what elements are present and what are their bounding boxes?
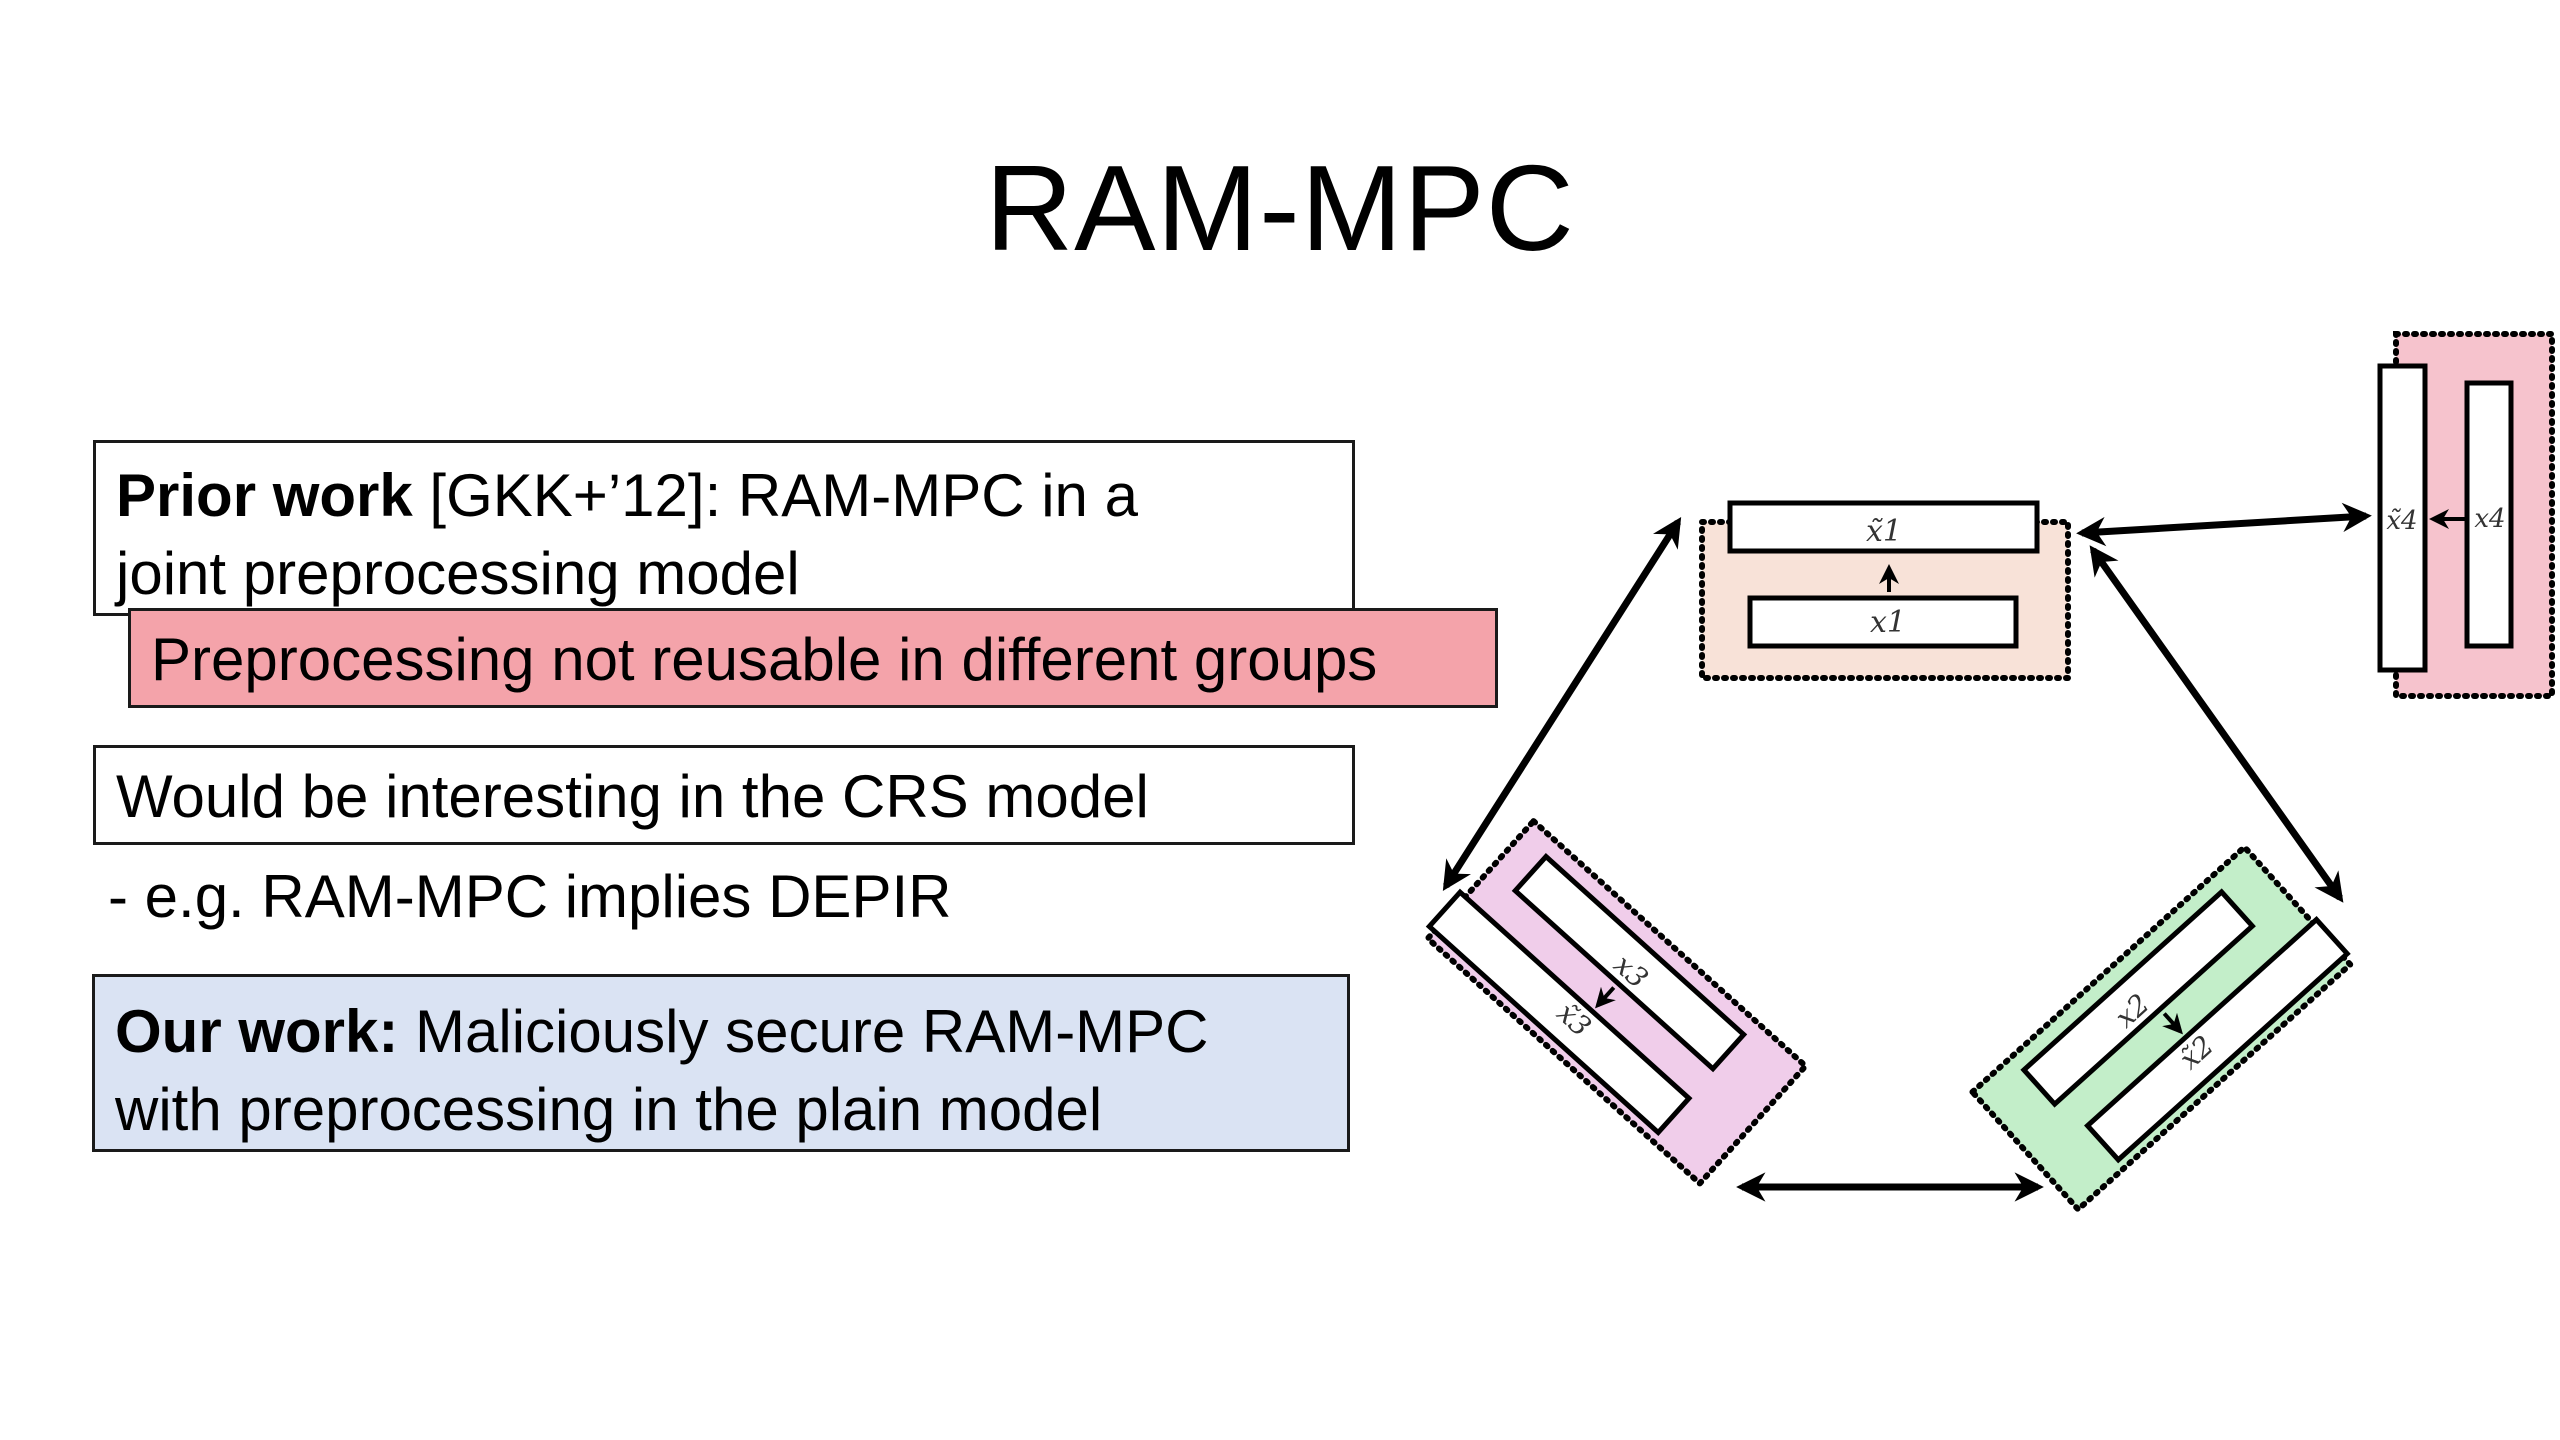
party-2-container bbox=[1968, 842, 2355, 1214]
prior-work-text-line1: [GKK+’12]: RAM-MPC in a bbox=[412, 462, 1138, 529]
edge-party1-party3 bbox=[1442, 517, 1682, 891]
party-2-node: x2 x̃2 bbox=[1968, 842, 2355, 1214]
party-3-container bbox=[1423, 816, 1810, 1188]
limitation-text: Preprocessing not reusable in different … bbox=[151, 626, 1378, 693]
crs-note-text: Would be interesting in the CRS model bbox=[116, 763, 1149, 830]
crs-note-box: Would be interesting in the CRS model bbox=[93, 745, 1355, 845]
slide-title: RAM-MPC bbox=[985, 140, 1575, 276]
party-2-arrow bbox=[2162, 1012, 2183, 1035]
our-work-text-line2: with preprocessing in the plain model bbox=[115, 1076, 1103, 1143]
party-3-input-box bbox=[1511, 853, 1748, 1073]
our-work-text-line1: Maliciously secure RAM-MPC bbox=[398, 998, 1209, 1065]
party-2-preprocessed-box bbox=[2084, 916, 2351, 1164]
our-work-box: Our work: Maliciously secure RAM-MPC wit… bbox=[92, 974, 1350, 1152]
example-bullet: - e.g. RAM-MPC implies DEPIR bbox=[108, 863, 952, 930]
party-1-preprocessed-box bbox=[1727, 500, 2040, 554]
prior-work-text-line2: joint preprocessing model bbox=[116, 540, 800, 607]
party-3-node: x3 x̃3 bbox=[1423, 816, 1810, 1188]
party-1-node: x̃1 x1 bbox=[1699, 500, 2071, 681]
party-4-input-box bbox=[2464, 380, 2514, 649]
party-3-arrow bbox=[1595, 986, 1616, 1009]
edge-party1-party2 bbox=[2089, 545, 2344, 903]
edge-party1-party4 bbox=[2076, 502, 2372, 547]
party-3-preprocessed-box bbox=[1425, 888, 1693, 1137]
prior-work-box: Prior work [GKK+’12]: RAM-MPC in a joint… bbox=[93, 440, 1355, 616]
party-1-preprocessed-label: x̃1 bbox=[1866, 514, 1902, 549]
party-4-input-label: x4 bbox=[2474, 504, 2505, 534]
party-4-node: x̃4 x4 bbox=[2377, 331, 2555, 699]
party-2-input-box bbox=[2020, 888, 2256, 1108]
our-work-heading: Our work: bbox=[115, 998, 399, 1065]
party-1-input-label: x1 bbox=[1870, 605, 1906, 640]
party-4-preprocessed-label: x̃4 bbox=[2386, 506, 2417, 536]
party-1-input-box bbox=[1747, 595, 2019, 649]
limitation-callout: Preprocessing not reusable in different … bbox=[128, 608, 1498, 708]
prior-work-heading: Prior work bbox=[116, 462, 413, 529]
party-4-preprocessed-box bbox=[2377, 363, 2428, 673]
